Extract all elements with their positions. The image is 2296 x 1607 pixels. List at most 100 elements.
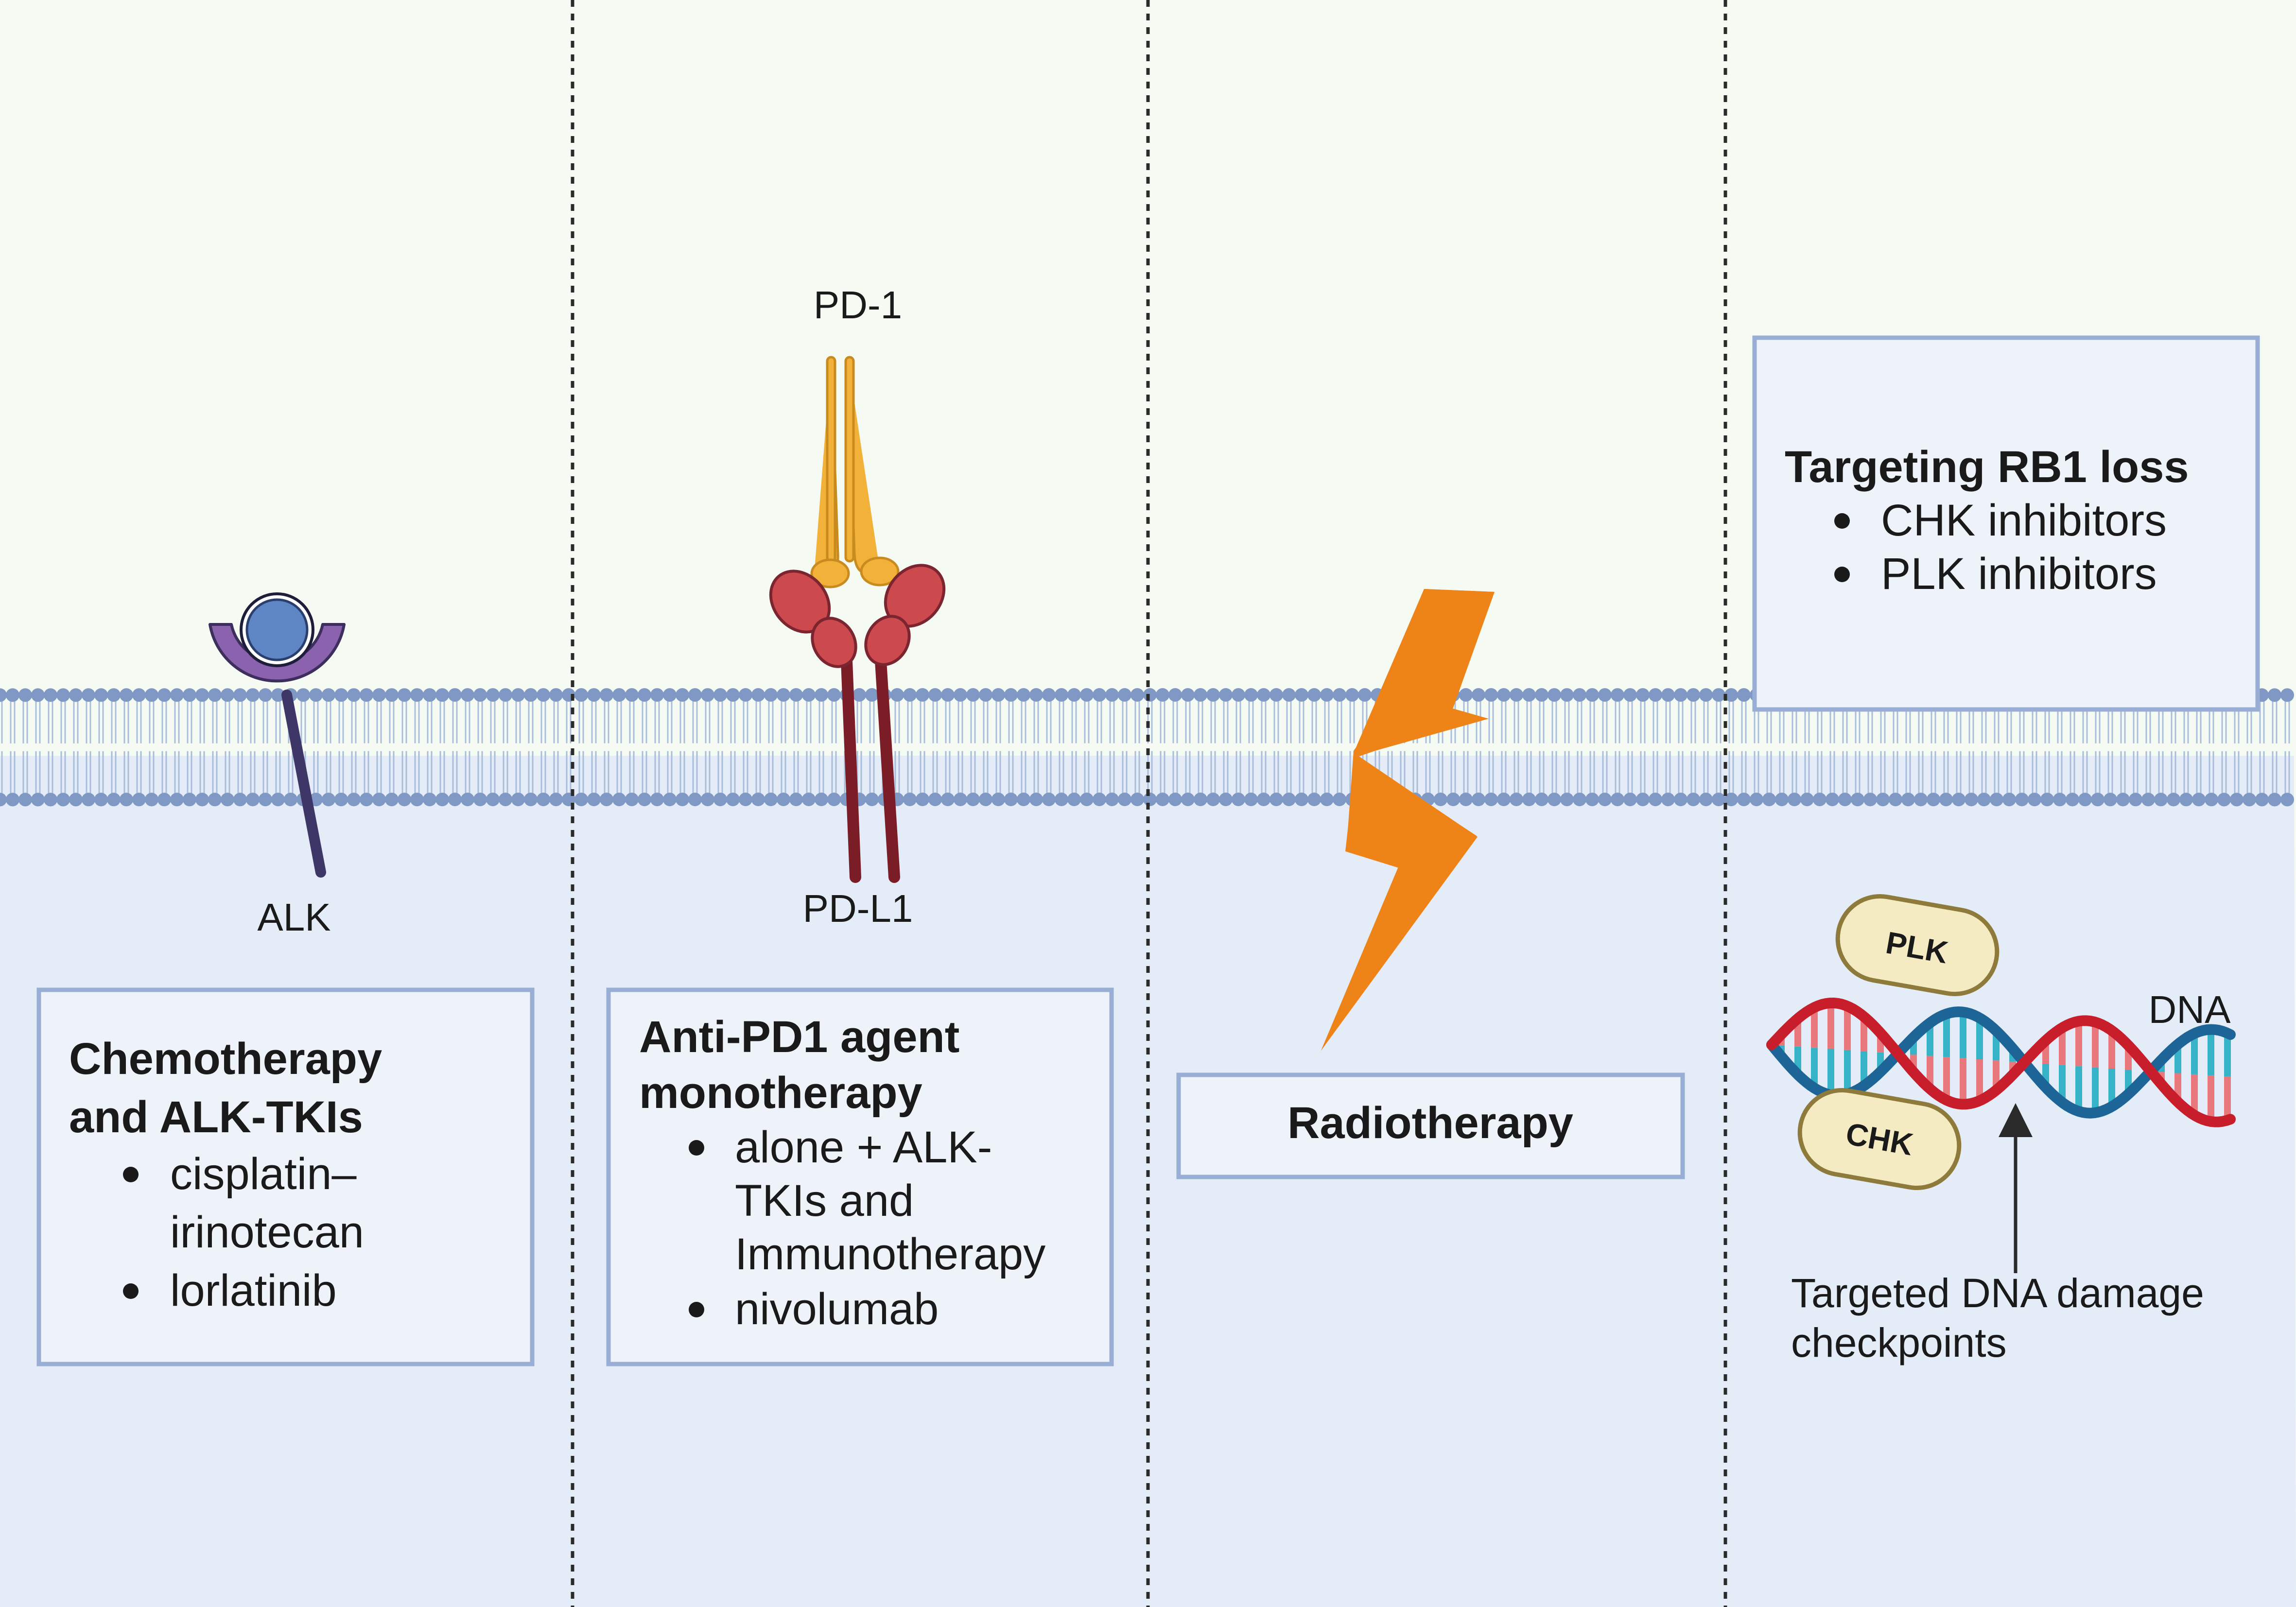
lipid-tail — [136, 700, 142, 795]
lipid-tail — [22, 700, 28, 795]
lipid-tail — [2183, 700, 2189, 795]
lipid-head — [120, 793, 133, 807]
lipid-head — [1775, 793, 1789, 807]
lipid-head — [2091, 793, 2105, 807]
lipid-tail — [250, 700, 256, 795]
lipid-head — [1965, 793, 1978, 807]
lipid-head — [1446, 793, 1460, 806]
lipid-head — [1004, 688, 1018, 702]
lipid-head — [574, 793, 588, 807]
lipid-tail — [1931, 700, 1936, 795]
lipid-tail — [174, 700, 180, 795]
lipid-head — [1244, 688, 1258, 702]
lipid-tail — [2272, 700, 2278, 795]
lipid-head — [1623, 793, 1637, 807]
lipid-head — [676, 793, 689, 807]
lipid-head — [549, 793, 563, 807]
lipid-tail — [1615, 700, 1620, 795]
lipid-head — [372, 688, 386, 702]
lipid-head — [145, 688, 158, 702]
alk-ligand-core — [245, 598, 309, 661]
anti-pd1-item-1-line1: alone + ALK- — [735, 1123, 992, 1172]
lipid-head — [1851, 793, 1864, 807]
lipid-tail — [869, 700, 875, 795]
lipid-tail — [1172, 700, 1178, 795]
lipid-head — [1826, 793, 1839, 807]
lipid-head — [1105, 688, 1119, 702]
lipid-tail — [793, 700, 799, 795]
lipid-head — [663, 793, 677, 807]
lipid-head — [1118, 688, 1131, 702]
lipid-head — [1838, 793, 1852, 807]
lipid-tail — [503, 700, 508, 795]
rb1-title: Targeting RB1 loss — [1785, 442, 2189, 492]
lipid-head — [511, 793, 525, 807]
lipid-head — [954, 688, 967, 702]
lipid-head — [1661, 688, 1675, 702]
lipid-tail — [1, 700, 3, 795]
lipid-head — [701, 688, 714, 702]
lipid-head — [777, 688, 790, 702]
lipid-head — [966, 688, 980, 702]
lipid-head — [1118, 793, 1131, 806]
lipid-head — [1029, 793, 1043, 806]
lipid-head — [1156, 688, 1169, 702]
lipid-head — [1459, 688, 1473, 702]
lipid-tail — [439, 700, 445, 795]
lipid-head — [625, 688, 639, 702]
lipid-head — [1257, 793, 1270, 806]
lipid-head — [802, 688, 816, 702]
lipid-head — [1636, 688, 1650, 702]
lipid-tail — [642, 700, 647, 795]
lipid-head — [1724, 793, 1738, 807]
lipid-tail — [1652, 700, 1658, 795]
lipid-tail — [1311, 700, 1317, 795]
checkpoint-label-line1: Targeted DNA damage — [1791, 1270, 2204, 1316]
rb1-item-2: PLK inhibitors — [1881, 549, 2157, 599]
lipid-head — [221, 793, 234, 807]
chemo-title-line2: and ALK-TKIs — [69, 1092, 363, 1142]
lipid-tail — [161, 700, 167, 795]
lipid-head — [82, 793, 95, 807]
lipid-head — [1472, 688, 1485, 702]
lipid-tail — [98, 700, 104, 795]
lipid-head — [195, 688, 209, 702]
lipid-head — [44, 688, 57, 702]
lipid-head — [612, 688, 626, 702]
lipid-head — [1788, 793, 1801, 807]
lipid-tail — [957, 700, 963, 795]
lipid-head — [271, 793, 285, 807]
lipid-head — [827, 793, 841, 806]
lipid-head — [1093, 793, 1106, 806]
lipid-head — [94, 688, 108, 702]
lipid-head — [612, 793, 626, 807]
lipid-tail — [376, 700, 382, 795]
lipid-head — [1232, 688, 1245, 702]
lightning-bolt-shape — [1321, 589, 1495, 1051]
lipid-tail — [983, 700, 989, 795]
lipid-head — [1548, 688, 1561, 702]
lipid-tail — [1261, 700, 1267, 795]
lipid-tail — [1880, 700, 1886, 795]
lipid-tail — [2158, 700, 2164, 795]
lipid-head — [1510, 688, 1523, 702]
lipid-head — [2066, 793, 2079, 807]
lipid-head — [979, 793, 992, 806]
lipid-head — [1029, 688, 1043, 702]
lipid-tail — [932, 700, 938, 795]
lipid-head — [549, 688, 563, 702]
lipid-head — [1927, 793, 1940, 807]
lipid-tail — [2070, 700, 2075, 795]
lipid-head — [2141, 793, 2155, 807]
lipid-tail — [1223, 700, 1229, 795]
lipid-tail — [692, 700, 698, 795]
lipid-tail — [1160, 700, 1165, 795]
lipid-head — [1611, 793, 1624, 807]
lipid-tail — [237, 700, 243, 795]
lipid-head — [2053, 793, 2067, 807]
lipid-head — [688, 793, 702, 807]
lipid-tail — [2221, 700, 2227, 795]
lipid-head — [1055, 793, 1068, 806]
lipid-tail — [540, 700, 546, 795]
